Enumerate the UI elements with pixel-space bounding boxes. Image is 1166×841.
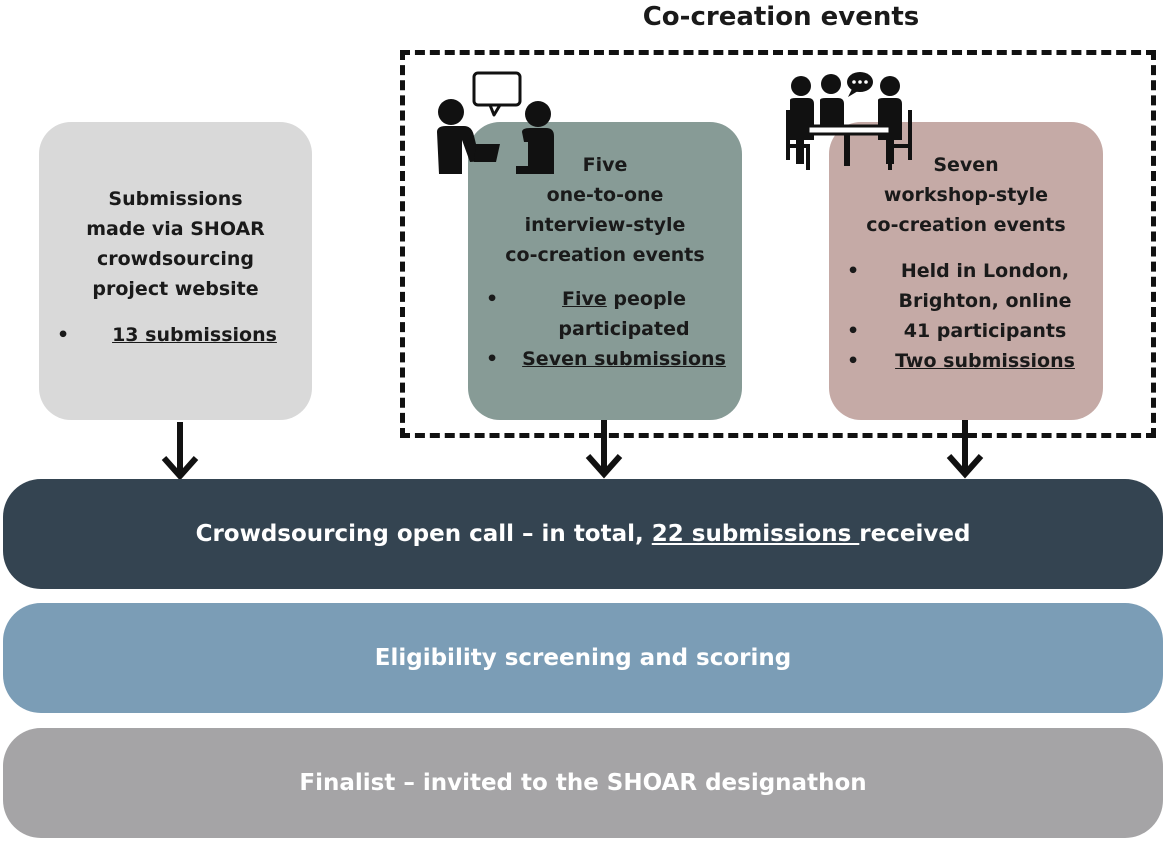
screening-band: Eligibility screening and scoring xyxy=(3,603,1163,713)
workshop-heading-line: co-creation events xyxy=(866,214,1066,236)
co-creation-dashed-frame xyxy=(400,50,1156,438)
finalist-band: Finalist – invited to the SHOAR designat… xyxy=(3,728,1163,838)
workshop-heading-line: Seven xyxy=(933,154,999,176)
workshop-locations: Held in London, Brighton, online xyxy=(898,260,1072,312)
website-heading: Submissions made via SHOAR crowdsourcing… xyxy=(39,184,312,304)
workshop-participants: 41 participants xyxy=(903,320,1067,342)
interview-heading-line: co-creation events xyxy=(505,244,705,266)
screening-text: Eligibility screening and scoring xyxy=(374,645,792,671)
workshop-events-box: Seven workshop-style co-creation events … xyxy=(829,122,1103,420)
interview-submissions-count: Seven submissions xyxy=(522,348,726,370)
interview-events-box: Five one-to-one interview-style co-creat… xyxy=(468,122,742,420)
bullet-item: Held in London, Brighton, online xyxy=(829,256,1103,316)
interview-heading-line: Five xyxy=(582,154,628,176)
interview-bullets: Five people participated Seven submissio… xyxy=(468,284,742,374)
website-submissions-count: 13 submissions xyxy=(112,324,277,346)
website-heading-line: made via SHOAR xyxy=(86,218,265,240)
bullet-item: 13 submissions xyxy=(39,320,312,350)
co-creation-title: Co-creation events xyxy=(642,2,920,32)
bullet-item: Five people participated xyxy=(468,284,742,344)
open-call-band: Crowdsourcing open call – in total, 22 s… xyxy=(3,479,1163,589)
interview-heading: Five one-to-one interview-style co-creat… xyxy=(468,150,742,270)
open-call-text-after: received xyxy=(859,521,971,547)
arrow-down-icon xyxy=(161,422,199,481)
website-heading-line: Submissions xyxy=(108,188,243,210)
website-heading-line: crowdsourcing xyxy=(96,248,254,270)
interview-people-speech-icon xyxy=(437,71,554,174)
arrow-down-icon xyxy=(585,420,623,479)
interview-heading-line: one-to-one xyxy=(546,184,664,206)
participants-count-word: Five xyxy=(562,288,607,310)
workshop-bullets: Held in London, Brighton, online 41 part… xyxy=(829,256,1103,376)
bullet-item: Two submissions xyxy=(829,346,1103,376)
workshop-heading-line: workshop-style xyxy=(883,184,1049,206)
finalist-text: Finalist – invited to the SHOAR designat… xyxy=(299,770,867,796)
website-submissions-box: Submissions made via SHOAR crowdsourcing… xyxy=(39,122,312,420)
workshop-heading: Seven workshop-style co-creation events xyxy=(829,150,1103,240)
open-call-total: 22 submissions xyxy=(651,521,860,547)
bullet-item: Seven submissions xyxy=(468,344,742,374)
open-call-text-before: Crowdsourcing open call – in total, xyxy=(195,521,652,547)
arrow-down-icon xyxy=(946,420,984,479)
interview-heading-line: interview-style xyxy=(524,214,686,236)
bullet-item: 41 participants xyxy=(829,316,1103,346)
workshop-group-table-icon xyxy=(786,72,912,170)
participants-text: people participated xyxy=(558,288,690,340)
workshop-submissions-count: Two submissions xyxy=(895,350,1075,372)
website-bullets: 13 submissions xyxy=(39,320,312,350)
website-heading-line: project website xyxy=(92,278,259,300)
